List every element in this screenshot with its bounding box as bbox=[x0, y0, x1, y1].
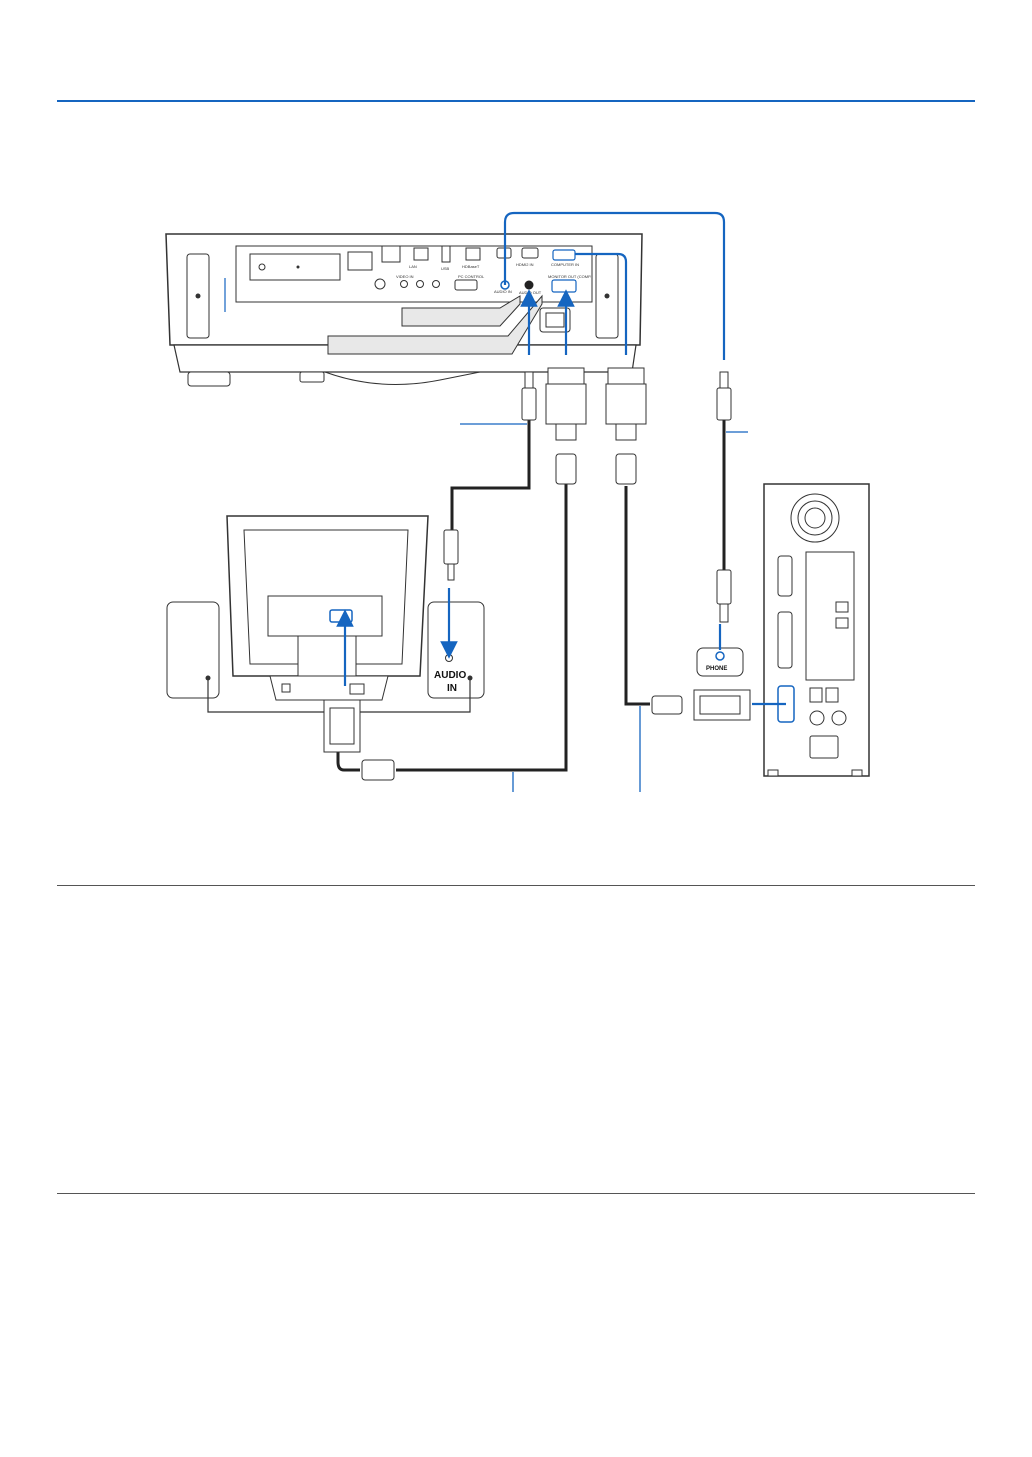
port-label-lan: LAN bbox=[409, 264, 417, 269]
speaker-right: AUDIO IN bbox=[427, 601, 485, 699]
phone-label: PHONE bbox=[706, 666, 727, 672]
audio-plug-audio-out bbox=[521, 371, 537, 421]
audio-plug-monitor bbox=[443, 529, 459, 581]
monitor-audio-in-label: AUDIO bbox=[434, 670, 466, 681]
port-label-audio-out: AUDIO OUT bbox=[519, 290, 542, 295]
cables bbox=[336, 420, 726, 772]
pc-phone-jack: PHONE bbox=[696, 647, 744, 677]
section-divider-bottom bbox=[57, 1193, 975, 1194]
speaker-left bbox=[166, 601, 220, 699]
monitor-audio-in-label-2: IN bbox=[447, 683, 457, 694]
port-label-audio-in: AUDIO IN bbox=[494, 289, 512, 294]
port-label-hdbaset: HDBaseT bbox=[462, 264, 480, 269]
port-label-computer-in: COMPUTER IN bbox=[551, 262, 579, 267]
port-label-hdmi2: HDMI2 IN bbox=[516, 262, 534, 267]
vga-connector-monitor-out bbox=[545, 367, 587, 485]
pc-tower bbox=[763, 483, 870, 777]
projector: LAN USB HDBaseT HDMI2 IN COMPUTER IN VID… bbox=[165, 233, 643, 387]
port-label-pc-control: PC CONTROL bbox=[458, 274, 485, 279]
monitor bbox=[226, 515, 429, 701]
vga-connector-pc bbox=[651, 689, 751, 721]
port-label-usb: USB bbox=[441, 266, 450, 271]
audio-plug-pc bbox=[716, 371, 732, 623]
leader-lines bbox=[460, 423, 748, 792]
vga-connector-monitor bbox=[323, 699, 395, 781]
vga-connector-computer-in bbox=[605, 367, 647, 485]
header-rule bbox=[57, 100, 975, 102]
section-divider bbox=[57, 885, 975, 886]
connection-arrows bbox=[336, 211, 786, 706]
port-label-video-in: VIDEO IN bbox=[396, 274, 414, 279]
port-label-monitor-out: MONITOR OUT (COMP.) bbox=[548, 274, 593, 279]
